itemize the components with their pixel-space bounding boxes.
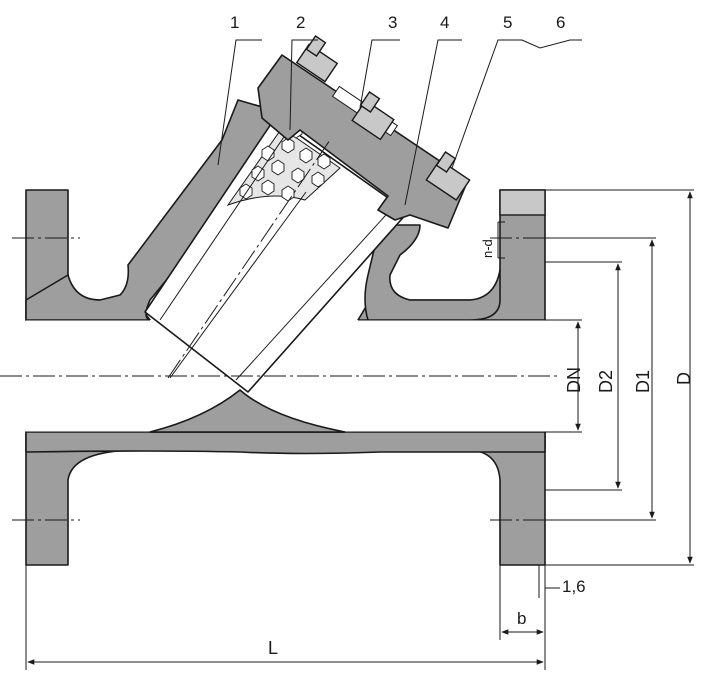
callout-leaders: [217, 39, 582, 206]
dimension-lines: [25, 189, 694, 670]
dim-d: D: [674, 372, 694, 385]
callout-1: 1: [230, 13, 239, 32]
dim-flange-thickness: b: [517, 609, 526, 628]
dim-length: L: [268, 638, 278, 658]
filter-screen: [144, 117, 409, 393]
callout-4: 4: [440, 13, 449, 32]
callout-5: 5: [503, 13, 512, 32]
raised-face-block: [499, 189, 546, 216]
dim-bolt-holes: n-d: [480, 239, 495, 258]
lower-body-wall: [25, 431, 546, 455]
screen-axis: [167, 139, 331, 379]
bolt-middle: [351, 91, 395, 141]
dim-d2: D2: [596, 370, 616, 393]
upper-body-wall: [25, 99, 291, 321]
dim-dn: DN: [564, 367, 584, 393]
dim-raised-face: 1,6: [562, 577, 586, 596]
cover-assembly: [257, 35, 471, 229]
dim-d1: D1: [633, 370, 653, 393]
callout-6: 6: [556, 13, 565, 32]
valve-body: [25, 99, 546, 566]
bolt-left: [295, 35, 339, 83]
v-support: [149, 389, 346, 433]
cover-flange: [257, 54, 469, 229]
callout-2: 2: [296, 13, 305, 32]
y-branch-right: [364, 224, 501, 321]
callout-3: 3: [388, 13, 397, 32]
bolt-right: [425, 151, 471, 201]
